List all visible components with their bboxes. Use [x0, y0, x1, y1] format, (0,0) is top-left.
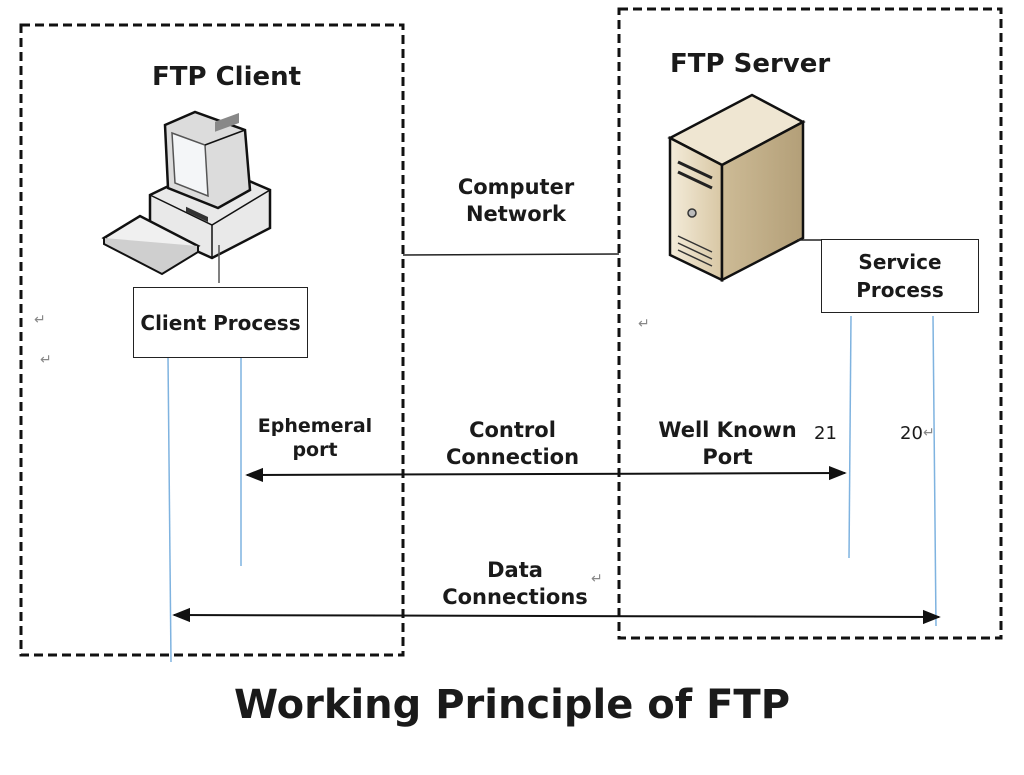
network-link	[402, 253, 620, 256]
control-connection-arrow	[245, 465, 847, 483]
network-label: Computer Network	[436, 174, 596, 228]
client-data-lifeline	[167, 356, 172, 663]
control-connection-label: Control Connection	[430, 417, 595, 471]
server-heading: FTP Server	[670, 49, 831, 79]
data-connection-arrow	[172, 607, 941, 625]
ephemeral-port-line2: port	[292, 439, 338, 461]
well-known-port-label: Well Known Port	[650, 417, 805, 471]
return-mark: ↵	[638, 316, 650, 332]
client-heading: FTP Client	[152, 62, 302, 92]
server-tower-icon	[667, 93, 823, 283]
ephemeral-port-line1: Ephemeral	[257, 415, 373, 437]
return-mark: ↵	[40, 352, 52, 368]
return-mark: ↵	[923, 425, 935, 441]
network-label-line1: Computer	[457, 175, 575, 199]
data-connections-line2: Connections	[442, 585, 588, 609]
server-control-lifeline	[848, 315, 852, 559]
return-mark: ↵	[34, 312, 46, 328]
desktop-computer-icon	[101, 110, 272, 283]
client-process-box: Client Process	[133, 287, 308, 358]
control-connection-line1: Control	[469, 418, 556, 442]
client-process-label: Client Process	[140, 310, 301, 335]
server-data-lifeline	[932, 315, 937, 627]
service-process-box: Service Process	[821, 239, 979, 313]
data-port-number: 20	[900, 423, 923, 444]
server-boundary	[617, 7, 1003, 640]
service-process-label-line1: Service	[858, 250, 942, 274]
diagram-title: Working Principle of FTP	[233, 682, 791, 728]
well-known-port-line2: Port	[702, 445, 753, 469]
client-boundary	[19, 23, 405, 657]
data-connections-line1: Data	[487, 558, 543, 582]
data-connections-label: Data Connections	[430, 557, 600, 611]
return-mark: ↵	[591, 571, 603, 587]
well-known-port-line1: Well Known	[658, 418, 797, 442]
service-process-label-line2: Process	[856, 278, 944, 302]
control-connection-line2: Connection	[445, 445, 580, 469]
control-port-number: 21	[814, 423, 837, 444]
network-label-line2: Network	[465, 202, 566, 226]
ephemeral-port-label: Ephemeral port	[250, 414, 380, 462]
